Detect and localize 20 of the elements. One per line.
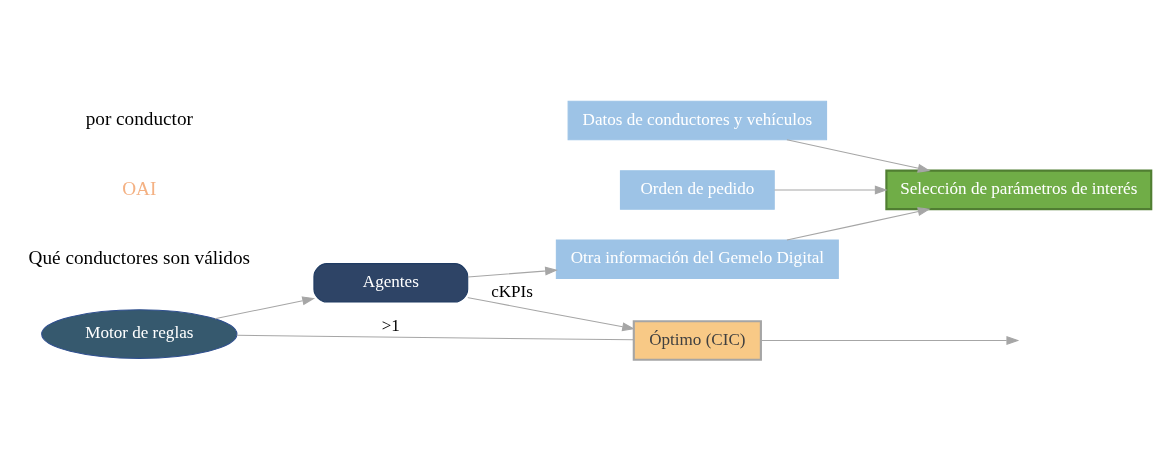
node-box: Óptimo (CIC)	[632, 319, 762, 361]
arrow	[760, 335, 1020, 345]
node-box: Datos de conductores y vehículos	[567, 100, 828, 140]
node-box: Agentes	[313, 262, 469, 303]
arrow	[214, 295, 316, 319]
node-box: Selección de parámetros de interés	[885, 169, 1153, 210]
node-ellipse: Motor de reglas	[41, 308, 238, 359]
node-box: Orden de pedido	[619, 169, 775, 210]
arrow	[467, 296, 635, 331]
edge-label: >1	[381, 315, 400, 335]
label: OAI	[122, 177, 157, 199]
edge-label: cKPIs	[491, 281, 533, 300]
arrow	[786, 138, 931, 173]
arrow	[773, 184, 888, 194]
arrow	[786, 206, 931, 241]
label: por conductor	[85, 107, 193, 129]
node-box: Otra información del Gemelo Digital	[555, 239, 839, 279]
arrow	[467, 266, 558, 277]
label: Qué conductores son válidos	[28, 246, 251, 268]
connector	[236, 334, 635, 340]
